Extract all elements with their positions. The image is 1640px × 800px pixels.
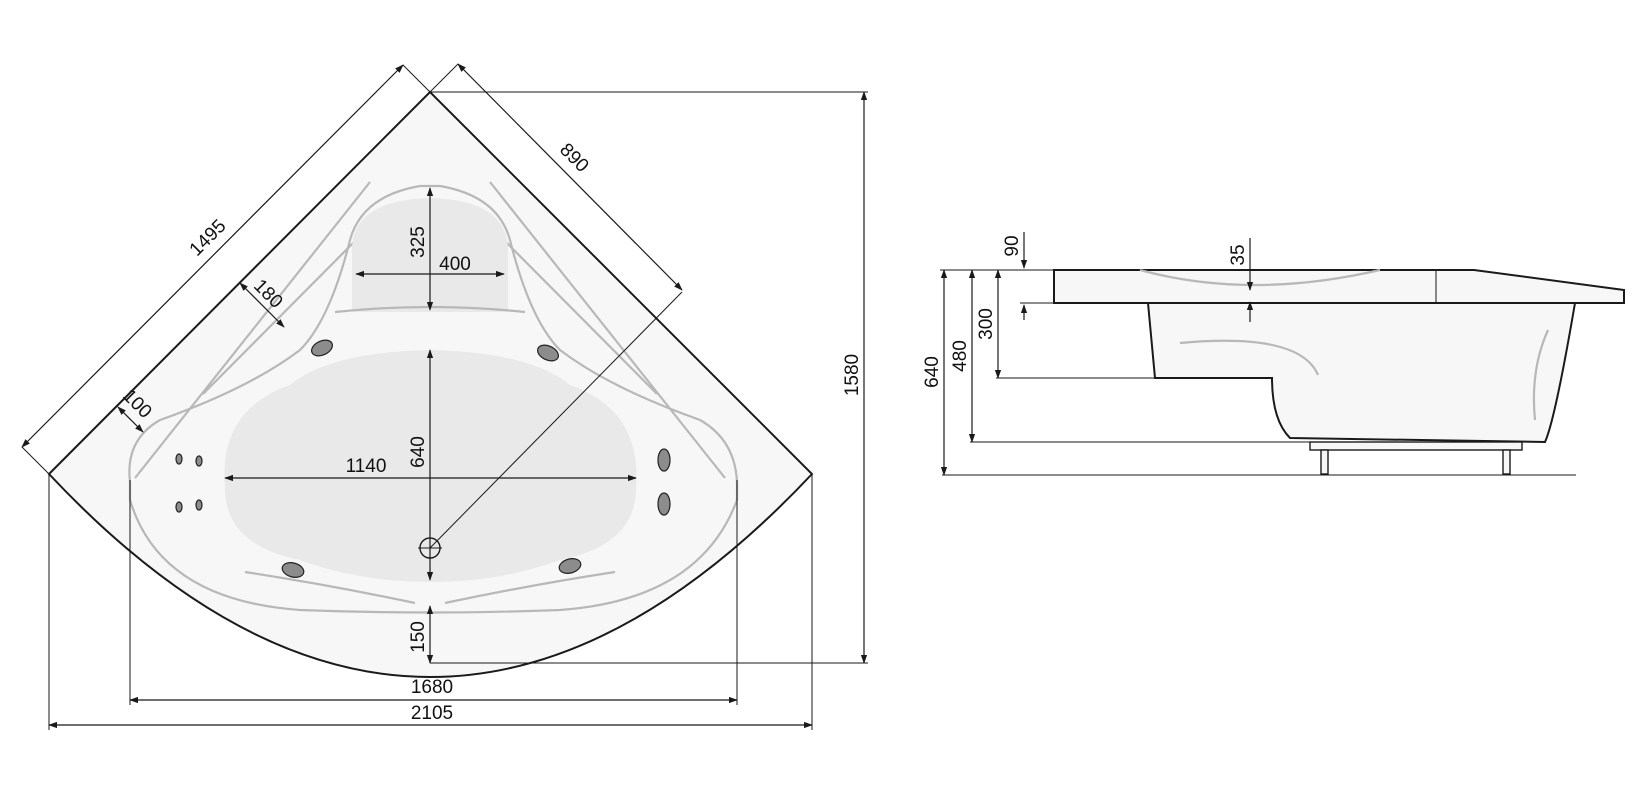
top-view: 1495 890 1580 325 400 640 1140 180 100 1… bbox=[21, 63, 868, 730]
dim-line-1495 bbox=[21, 64, 404, 448]
seat-line-left bbox=[244, 570, 416, 605]
dim-label-640-top: 640 bbox=[408, 436, 429, 468]
side-dim-label-90: 90 bbox=[1002, 235, 1023, 256]
jet-left-2 bbox=[195, 455, 203, 467]
dim-label-2105: 2105 bbox=[411, 703, 453, 724]
ext-side-a bbox=[402, 64, 431, 93]
jet-right-upper bbox=[657, 448, 671, 472]
side-base bbox=[1309, 441, 1523, 451]
side-dim-label-35: 35 bbox=[1228, 244, 1249, 265]
ext-side-b bbox=[21, 446, 50, 475]
dim-label-1680: 1680 bbox=[411, 677, 453, 698]
dim-label-150: 150 bbox=[408, 621, 429, 653]
dim-line-100 bbox=[117, 406, 144, 433]
side-view: 640 480 300 90 35 bbox=[922, 232, 1625, 476]
dim-label-325: 325 bbox=[408, 226, 429, 258]
side-rim bbox=[1053, 269, 1625, 304]
dim-line-890 bbox=[457, 63, 683, 291]
jet-left-1 bbox=[175, 453, 183, 465]
ext-drain-diag bbox=[429, 291, 683, 549]
jet-bottom-left bbox=[281, 562, 305, 578]
jet-top-right bbox=[537, 344, 559, 362]
dim-line-180 bbox=[239, 282, 285, 328]
side-leg-left bbox=[1320, 449, 1329, 475]
dim-label-1140: 1140 bbox=[346, 456, 387, 477]
side-inner-line-1 bbox=[1179, 339, 1320, 376]
ext-diag-a bbox=[429, 63, 459, 93]
side-inner-line-2 bbox=[1532, 329, 1550, 421]
dim-label-1580: 1580 bbox=[842, 354, 863, 396]
side-dim-label-480: 480 bbox=[950, 340, 971, 372]
jet-bottom-right bbox=[558, 558, 582, 574]
jet-left-4 bbox=[195, 499, 203, 511]
jet-right-lower bbox=[657, 492, 671, 516]
seat-line-right bbox=[444, 570, 616, 605]
side-leg-right bbox=[1502, 449, 1511, 475]
side-shell bbox=[1146, 302, 1577, 444]
side-rim-curve bbox=[1139, 268, 1381, 287]
side-dim-label-300: 300 bbox=[976, 308, 997, 340]
jet-left-3 bbox=[175, 501, 183, 513]
side-dim-label-640: 640 bbox=[922, 356, 943, 388]
dim-label-890: 890 bbox=[555, 139, 592, 176]
dim-label-1495: 1495 bbox=[186, 216, 231, 261]
dim-label-400: 400 bbox=[439, 254, 471, 275]
